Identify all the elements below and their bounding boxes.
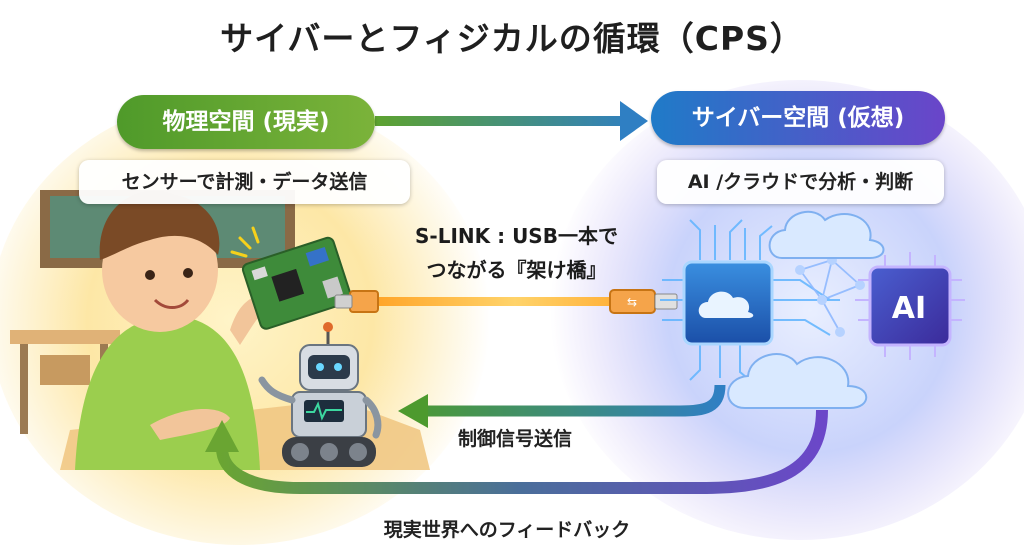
bridge-caption: S-LINK : USB一本で つながる『架け橋』 (404, 219, 629, 287)
student-illustration (75, 190, 270, 470)
feedback-label: 現実世界へのフィードバック (383, 519, 631, 541)
physical-space-label: 物理空間 (現実) (117, 95, 375, 149)
ai-chip-label: AI (891, 291, 927, 326)
physical-caption: センサーで計測・データ送信 (79, 160, 410, 204)
bridge-line-2: つながる『架け橋』 (426, 258, 607, 282)
control-signal-label: 制御信号送信 (457, 428, 572, 450)
svg-text:⇆: ⇆ (627, 295, 637, 309)
robot-illustration (258, 322, 382, 467)
bridge-line-1: S-LINK : USB一本で (415, 224, 618, 248)
cyber-space-label: サイバー空間 (仮想) (651, 91, 945, 145)
page-title: サイバーとフィジカルの循環（CPS） (220, 19, 804, 58)
cyber-caption: AI /クラウドで分析・判断 (657, 160, 944, 204)
